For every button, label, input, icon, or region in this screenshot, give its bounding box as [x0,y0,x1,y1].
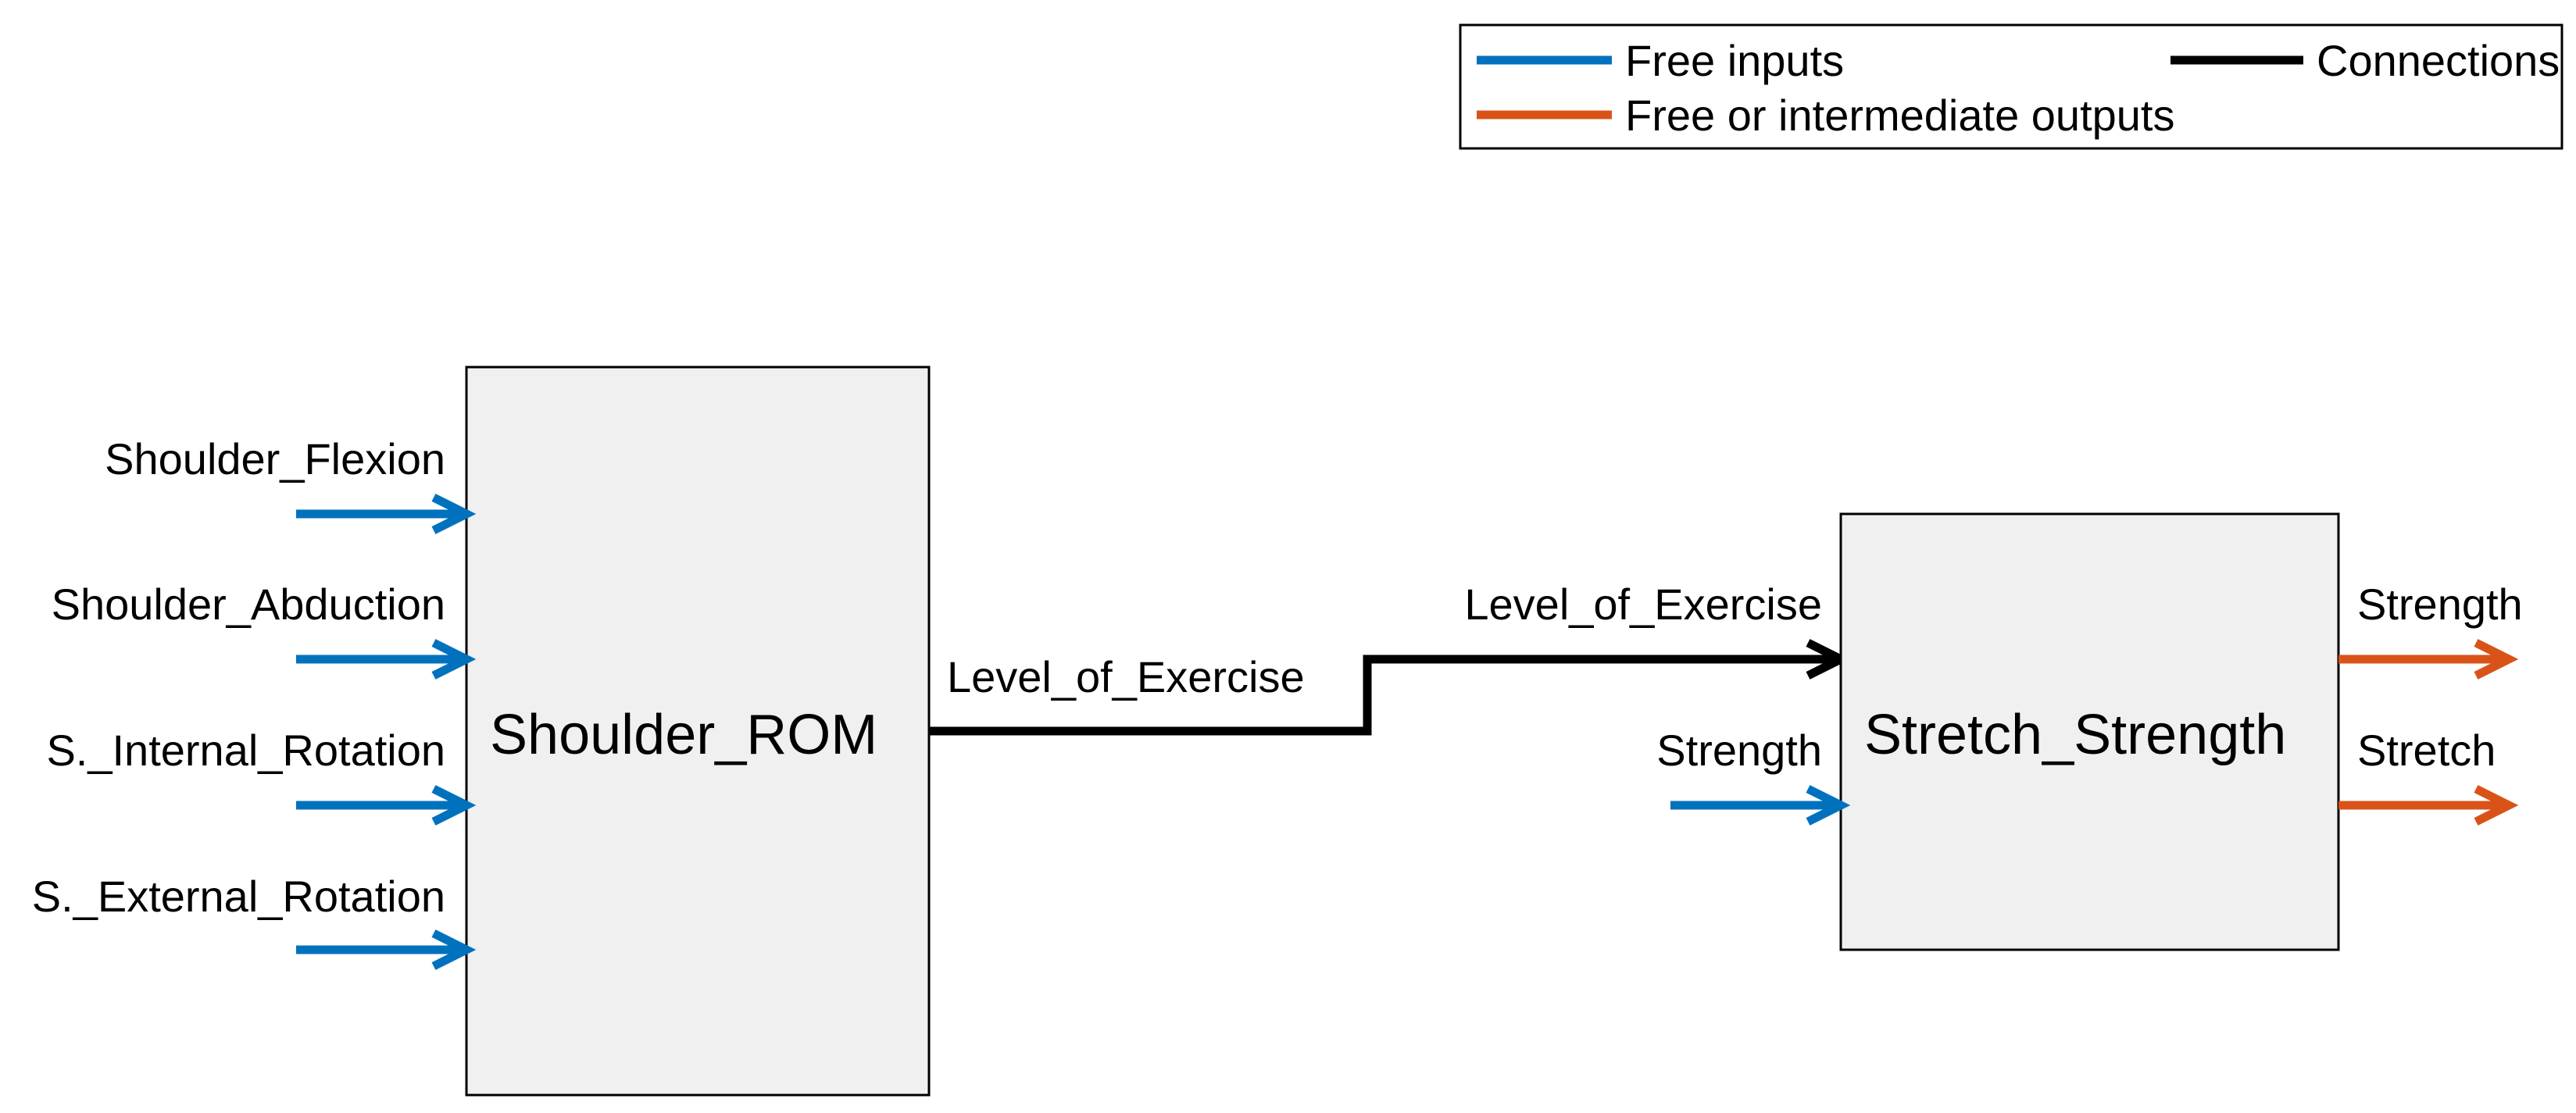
input-shoulder-abduction: Shoulder_Abduction [52,580,477,680]
output-label: Stretch [2357,726,2496,775]
legend-box [1459,23,2563,150]
block-stretch-strength: Stretch_Strength [1839,512,2340,951]
connection-target-label: Level_of_Exercise [1464,580,1822,629]
arrow-head [431,929,477,970]
input-label: S._External_Rotation [32,872,445,921]
block-stretch-strength-label: Stretch_Strength [1864,704,2286,766]
output-stretch: Stretch [2338,726,2519,826]
block-shoulder-rom-label: Shoulder_ROM [490,704,877,766]
legend: Free inputs Free or intermediate outputs… [1459,23,2563,150]
connection-level-of-exercise: Level_of_Exercise Level_of_Exercise [929,580,1851,736]
block-stretch-strength-box [1839,512,2340,951]
arrow-head [431,639,477,680]
output-strength: Strength [2338,580,2523,680]
input-label: S._Internal_Rotation [46,726,445,775]
input-label: Strength [1656,726,1822,775]
output-label: Strength [2357,580,2523,629]
arrow-head [2474,785,2519,826]
arrow-head [1806,785,1851,826]
block-shoulder-rom: Shoulder_ROM [465,366,931,1097]
input-external-rotation: S._External_Rotation [32,872,477,970]
arrow-head [431,785,477,826]
arrow-head [2474,639,2519,680]
legend-outputs-label: Free or intermediate outputs [1625,91,2174,140]
input-strength: Strength [1656,726,1851,826]
input-label: Shoulder_Abduction [52,580,445,629]
input-internal-rotation: S._Internal_Rotation [46,726,477,826]
input-shoulder-flexion: Shoulder_Flexion [105,434,477,534]
connection-source-label: Level_of_Exercise [947,652,1305,701]
connection-line [929,655,1841,736]
legend-free-inputs-label: Free inputs [1625,36,1844,85]
legend-connections-label: Connections [2317,36,2560,85]
input-label: Shoulder_Flexion [105,434,445,483]
block-shoulder-rom-box [465,366,931,1097]
arrow-head [431,494,477,534]
